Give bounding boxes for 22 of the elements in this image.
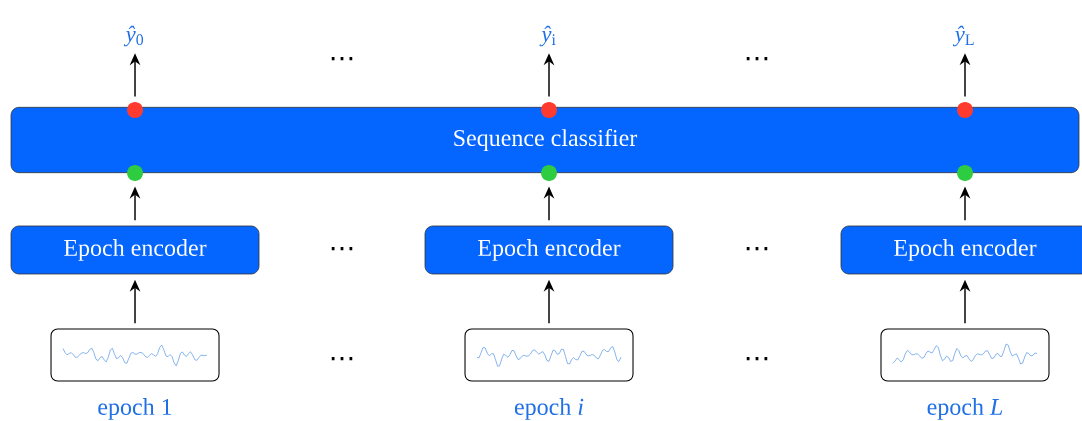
connection-dot	[957, 102, 973, 118]
epoch-label: epoch i	[514, 398, 584, 420]
encoder-box: Epoch encoder	[840, 225, 1082, 275]
epoch-label: epoch 1	[98, 398, 172, 420]
output-label: ŷ$_{L}$	[952, 25, 974, 47]
encoder-box: Epoch encoder	[10, 225, 260, 275]
encoder-box: Epoch encoder	[424, 225, 674, 275]
classifier-box: Sequence classifier	[10, 106, 1080, 174]
connection-dot	[957, 165, 973, 181]
connection-dot	[127, 165, 143, 181]
ellipsis: ⋯	[331, 247, 353, 251]
output-label: ŷ$_{0}$	[123, 25, 144, 47]
connection-dot	[127, 102, 143, 118]
ellipsis: ⋯	[746, 247, 768, 251]
ellipsis: ⋯	[746, 357, 768, 361]
ellipsis: ⋯	[746, 57, 768, 61]
output-label: ŷ$_{i}$	[539, 25, 556, 47]
ellipsis: ⋯	[331, 57, 353, 61]
connection-dot	[541, 165, 557, 181]
epoch-label: epoch L	[927, 398, 1003, 420]
ellipsis: ⋯	[331, 357, 353, 361]
connection-dot	[541, 102, 557, 118]
